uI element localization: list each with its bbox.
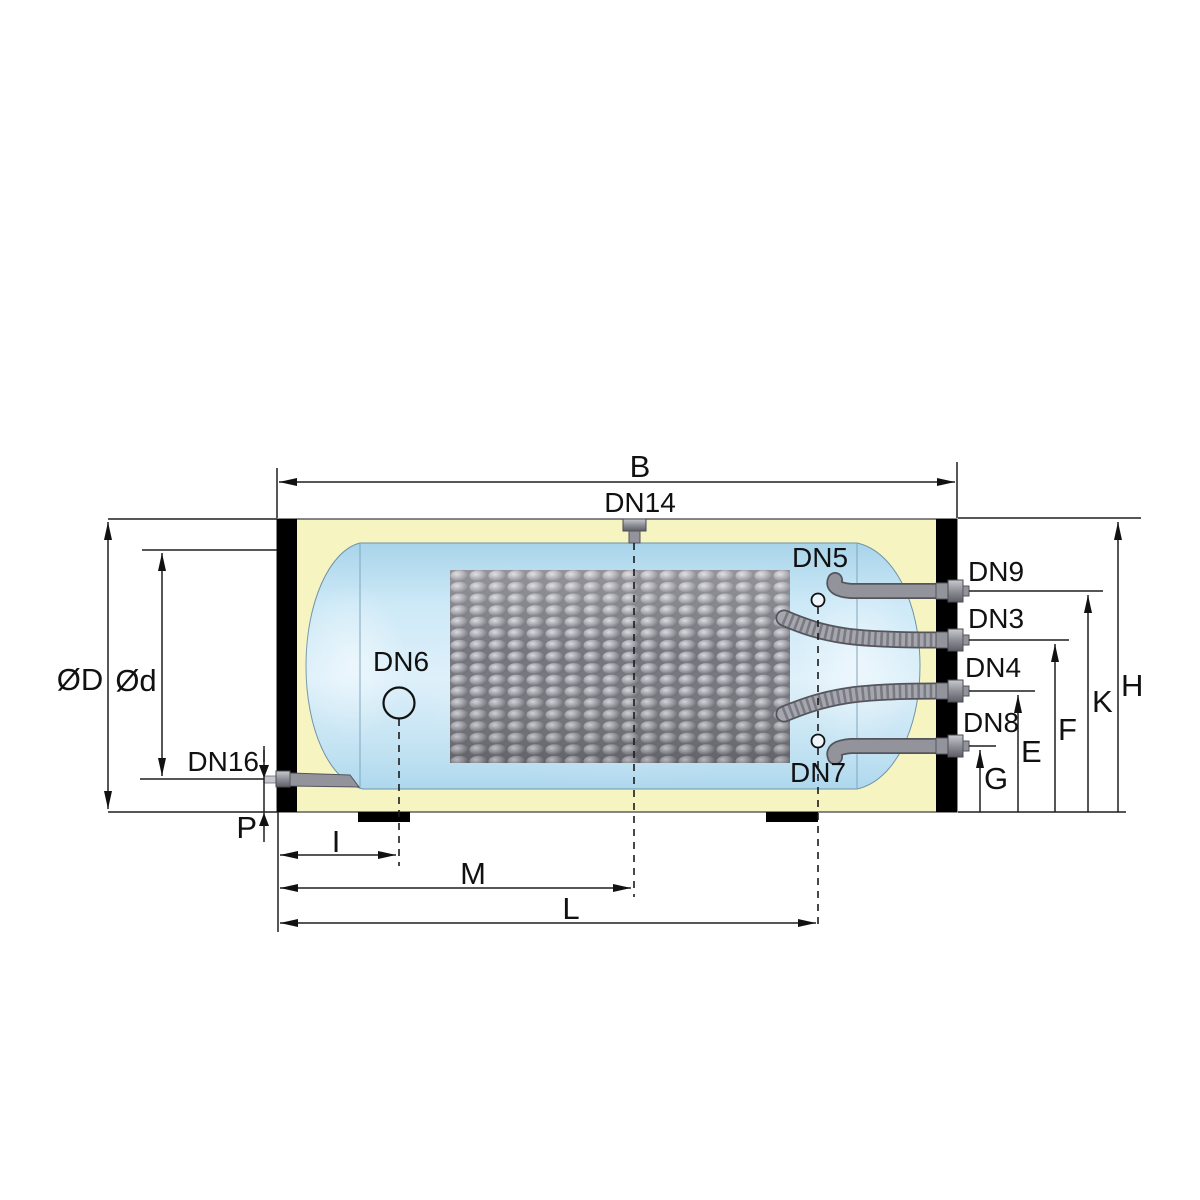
tank-end-cap-right <box>936 519 957 812</box>
dimension-lines <box>104 462 1141 932</box>
label-i: I <box>332 824 341 859</box>
label-dn3: DN3 <box>968 603 1024 634</box>
tank-end-cap-left <box>277 519 297 812</box>
label-dn14: DN14 <box>604 487 676 518</box>
label-dn16: DN16 <box>187 746 259 777</box>
dim-b <box>276 462 958 518</box>
label-g: G <box>984 761 1008 796</box>
pipe-dn16 <box>263 770 361 788</box>
dim-id <box>140 549 277 780</box>
dim-od <box>104 518 277 813</box>
label-f: F <box>1058 712 1077 747</box>
coil-connector-upper <box>775 609 945 649</box>
label-dn5: DN5 <box>792 542 848 573</box>
pipe-dn9 <box>826 572 944 599</box>
label-e: E <box>1021 734 1042 769</box>
label-id: Ød <box>115 663 156 698</box>
coil-connector-lower <box>775 682 945 723</box>
foot-left <box>358 812 410 822</box>
label-b: B <box>630 449 651 484</box>
label-dn9: DN9 <box>968 556 1024 587</box>
coil-shading <box>450 570 790 763</box>
port-circle-dn6 <box>382 686 416 720</box>
label-l: L <box>562 891 579 926</box>
vessel-highlight-left <box>297 584 407 740</box>
fitting-dn9 <box>935 579 970 603</box>
port-circle-dn5 <box>810 592 826 608</box>
pipe-dn8 <box>826 738 944 765</box>
label-dn7: DN7 <box>790 757 846 788</box>
labels: B DN14 ØD Ød DN16 P DN6 DN5 DN7 DN9 DN3 … <box>57 449 1144 926</box>
label-dn4: DN4 <box>965 652 1021 683</box>
label-dn6: DN6 <box>373 646 429 677</box>
label-dn8: DN8 <box>963 707 1019 738</box>
fitting-dn8 <box>935 734 970 758</box>
foot-right <box>766 812 818 822</box>
label-m: M <box>460 856 486 891</box>
dim-i <box>277 812 396 932</box>
port-circle-dn7 <box>810 733 826 749</box>
label-h: H <box>1121 668 1143 703</box>
heat-exchanger-coil <box>450 570 945 763</box>
label-k: K <box>1092 684 1113 719</box>
fitting-dn4 <box>935 679 970 703</box>
label-od: ØD <box>57 662 104 697</box>
label-p: P <box>236 810 257 845</box>
